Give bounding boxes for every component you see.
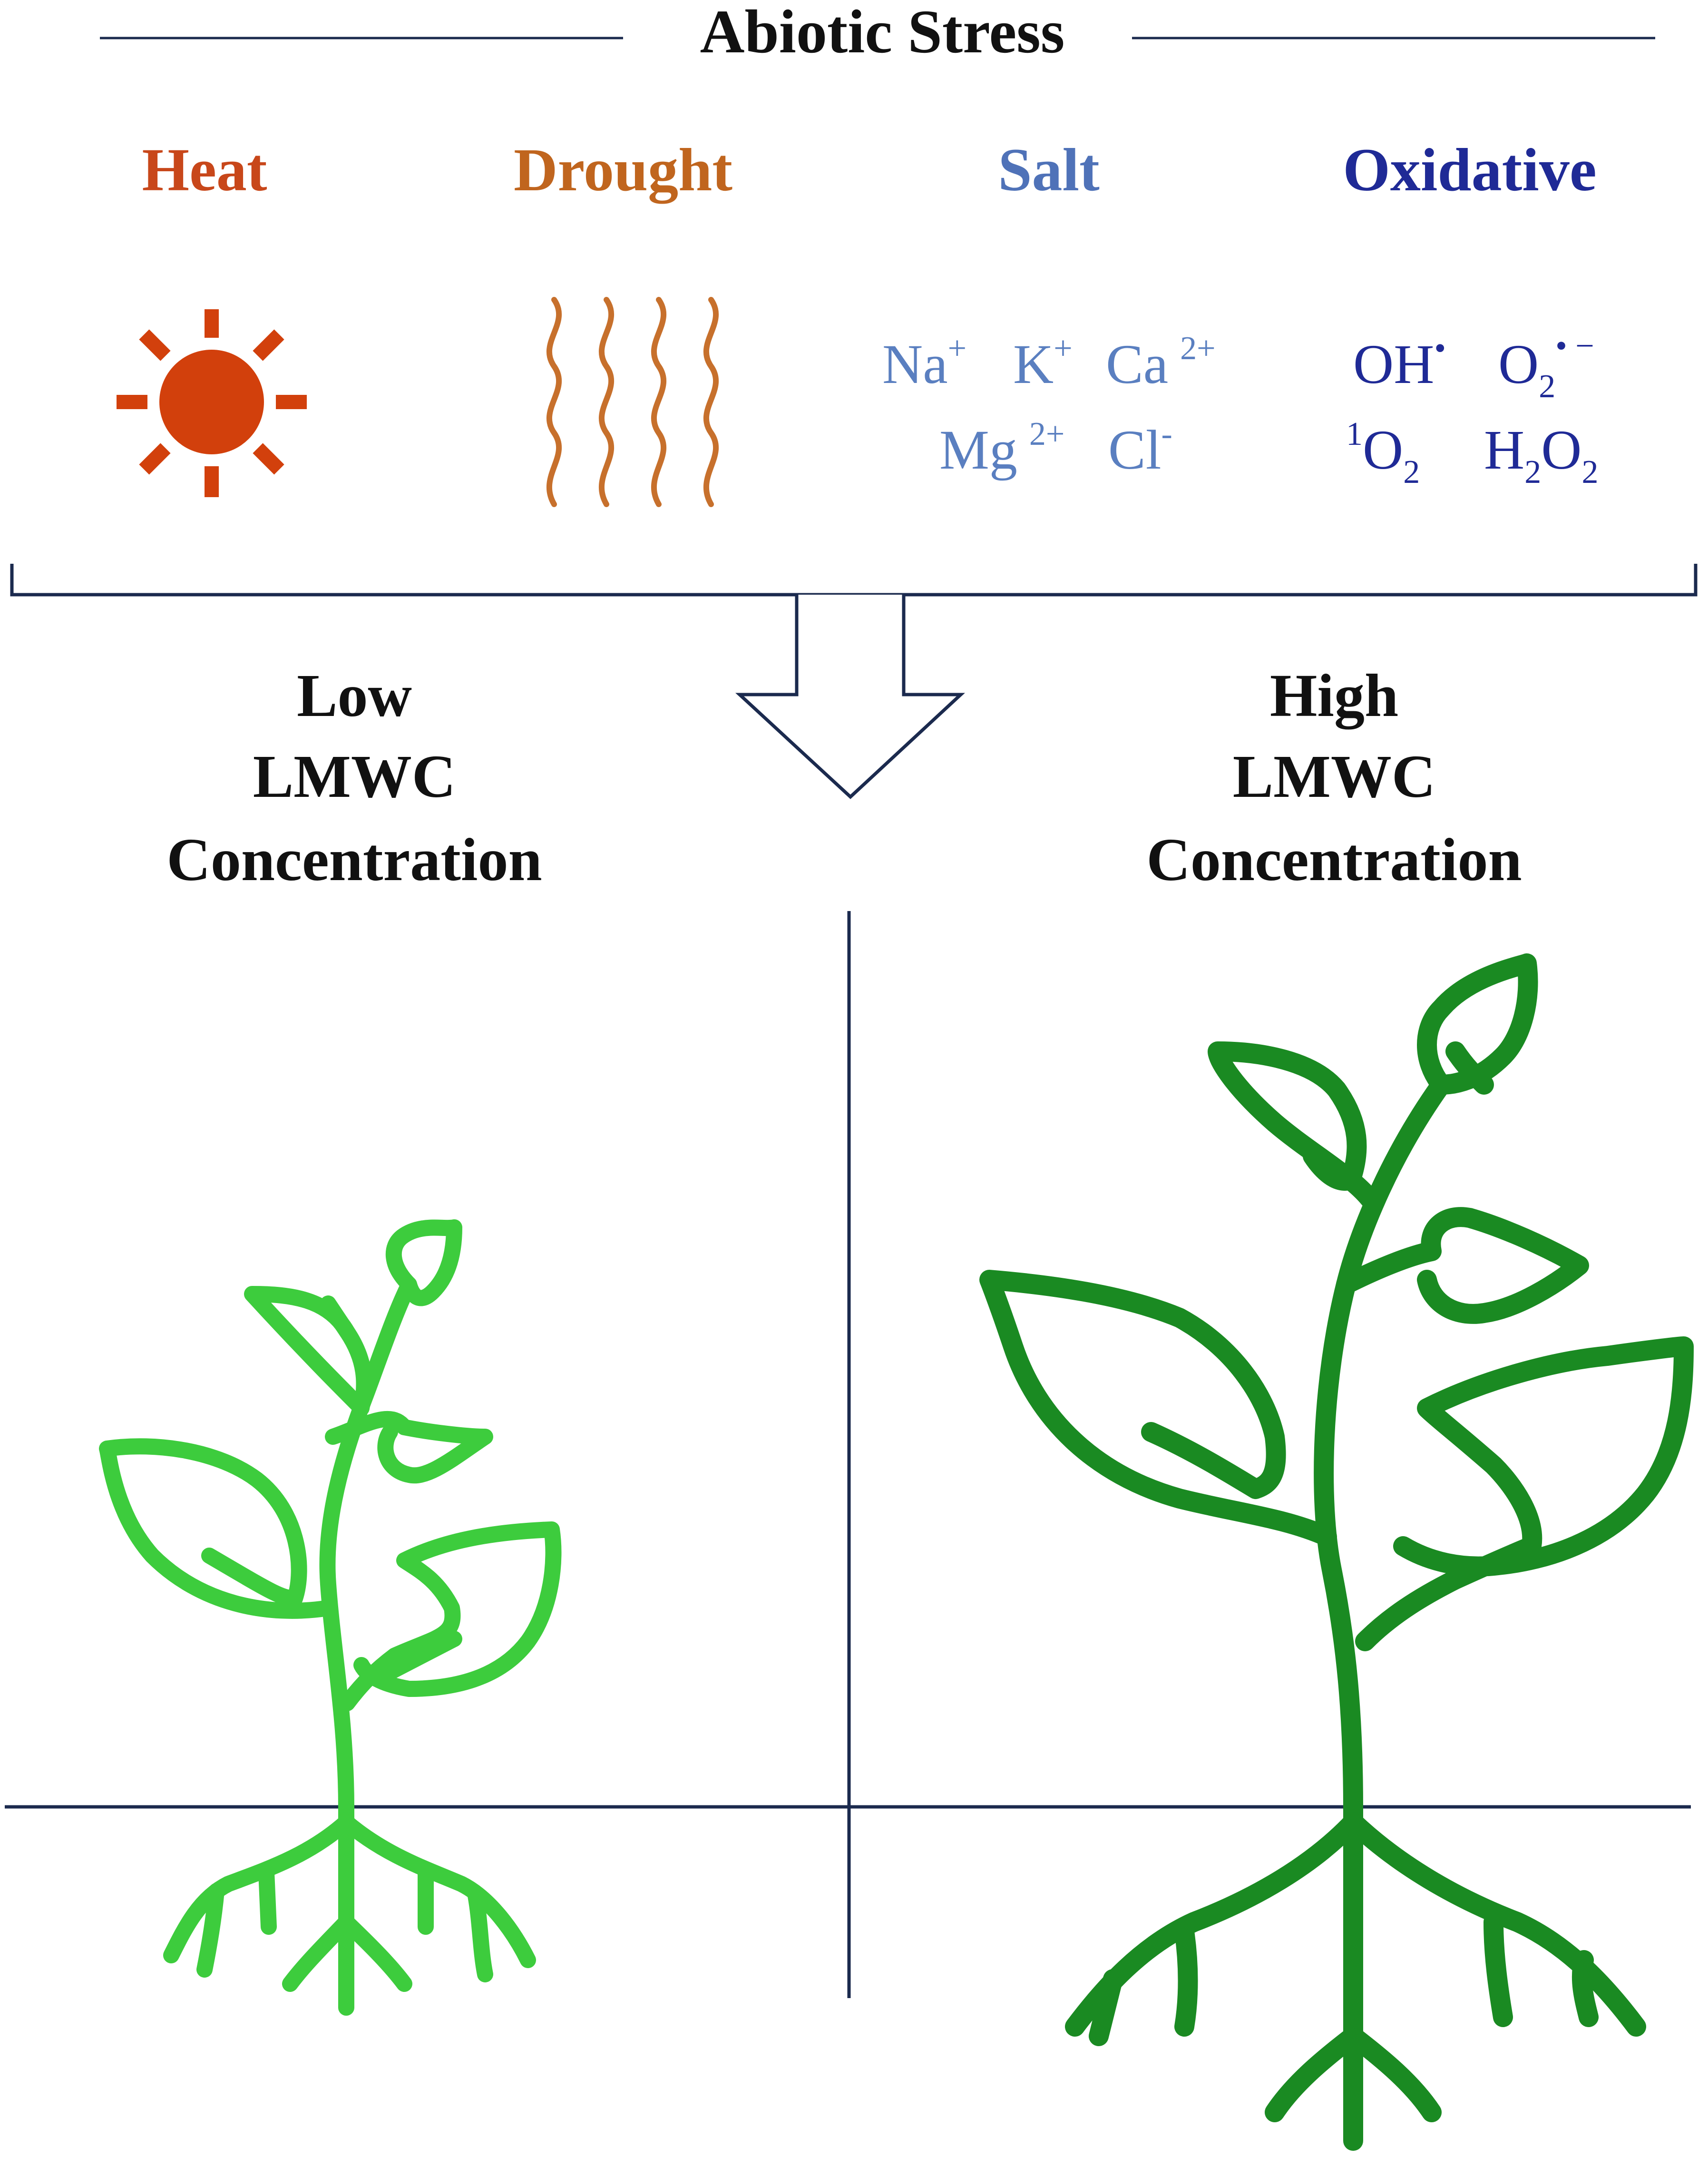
low-label-line1: Low <box>297 662 412 729</box>
large-plant-icon <box>979 953 1694 2151</box>
oxidative-species: OH• O2• − 1O2 H2O2 <box>1346 328 1598 490</box>
diagram-title: Abiotic Stress <box>700 0 1065 66</box>
species-hydroxyl: OH• <box>1353 330 1446 395</box>
low-lmwc-label: Low LMWC Concentration <box>166 662 542 893</box>
species-superoxide: O2• − <box>1498 328 1594 405</box>
species-hydrogen-peroxide: H2O2 <box>1484 419 1598 490</box>
stress-label-drought: Drought <box>514 136 732 204</box>
ion-cl: Cl- <box>1108 416 1172 481</box>
ion-na: Na+ <box>882 330 966 395</box>
high-label-line2: LMWC <box>1233 743 1436 810</box>
wavy-lines-icon <box>546 297 719 507</box>
high-label-line3: Concentration <box>1146 826 1522 893</box>
high-label-line1: High <box>1270 662 1398 729</box>
high-lmwc-label: High LMWC Concentration <box>1146 662 1522 893</box>
low-label-line2: LMWC <box>253 743 456 810</box>
grouping-bracket <box>10 564 1698 597</box>
stress-label-salt: Salt <box>998 136 1100 204</box>
stress-label-heat: Heat <box>142 136 267 204</box>
small-plant-icon <box>99 1219 562 2016</box>
stress-label-oxidative: Oxidative <box>1343 136 1596 204</box>
sun-icon <box>117 309 307 497</box>
low-label-line3: Concentration <box>166 826 542 893</box>
ion-k: K+ <box>1013 330 1073 395</box>
species-singlet-oxygen: 1O2 <box>1346 416 1420 490</box>
down-arrow-icon <box>735 595 965 799</box>
